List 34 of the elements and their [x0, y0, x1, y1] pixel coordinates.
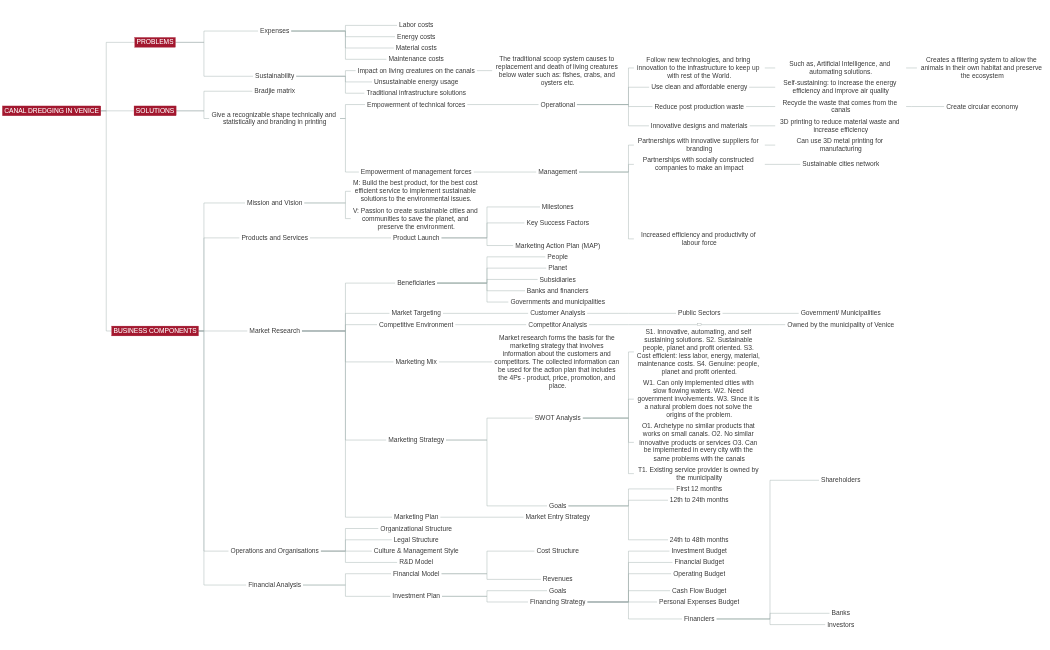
connector: [175, 110, 210, 119]
connector: [303, 202, 352, 219]
connector: [320, 550, 398, 563]
connector: [764, 164, 801, 165]
connector: [588, 324, 698, 325]
connector: [445, 439, 548, 507]
connector: [290, 30, 387, 60]
connector: [745, 106, 776, 107]
connector: [198, 330, 247, 586]
connector: [700, 324, 786, 325]
connector: [175, 42, 254, 77]
connector: [716, 618, 826, 625]
connector: [442, 313, 529, 314]
connector: [466, 104, 539, 105]
node-box: [697, 323, 702, 326]
connector: [722, 313, 800, 314]
connector: [582, 417, 635, 474]
connector: [568, 505, 669, 541]
connector: [100, 110, 112, 332]
connector: [578, 171, 635, 240]
connector: [454, 324, 527, 325]
connector: [441, 237, 514, 246]
connector: [441, 573, 542, 580]
connector: [587, 601, 683, 620]
connector: [436, 282, 509, 303]
connector: [576, 104, 650, 127]
connector: [476, 70, 493, 71]
connector: [905, 106, 945, 107]
connector: [339, 118, 360, 173]
connector: [295, 76, 365, 94]
connector: [301, 330, 393, 518]
connector: [441, 596, 529, 603]
connector: [302, 584, 391, 597]
connector: [586, 313, 677, 314]
